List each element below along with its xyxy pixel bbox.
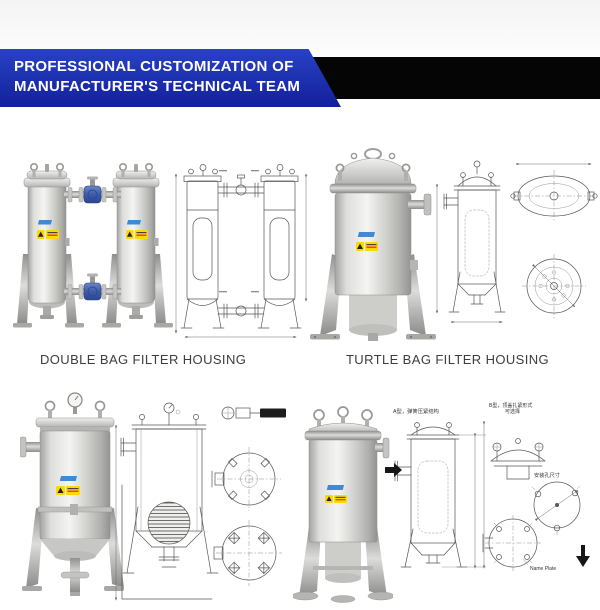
inlet-pipe bbox=[22, 442, 40, 452]
double-bag-filter-photo bbox=[10, 146, 175, 346]
inlet-flow-arrow-icon bbox=[385, 463, 402, 477]
caption-turtle-bag: TURTLE BAG FILTER HOUSING bbox=[345, 352, 550, 367]
warning-label-sticker bbox=[56, 486, 80, 495]
side-inlet-filter-photo bbox=[293, 399, 393, 604]
outlet-flow-arrow-icon bbox=[576, 545, 590, 567]
banner-title-line2: MANUFACTURER'S TECHNICAL TEAM bbox=[14, 78, 301, 95]
banner: PROFESSIONAL CUSTOMIZATION OF MANUFACTUR… bbox=[0, 49, 341, 107]
dimension-lines bbox=[174, 174, 308, 339]
type-a-note: A型，弹簧压紧结构 bbox=[393, 407, 439, 415]
name-plate-label: Name Plate bbox=[530, 566, 556, 572]
detail-callout-label bbox=[260, 408, 286, 418]
side-inlet-filter-drawing: A型，弹簧压紧结构 B型，顶盖扎紧形式 可选择 安装孔尺寸 Name Plate bbox=[385, 397, 600, 607]
right-vessel bbox=[101, 163, 174, 329]
flow-arrows bbox=[385, 463, 590, 567]
banner-title-line1: PROFESSIONAL CUSTOMIZATION OF bbox=[14, 58, 294, 75]
turtle-bag-filter-photo bbox=[302, 142, 444, 349]
turtle-bag-filter-drawing bbox=[430, 152, 598, 350]
banner-title: PROFESSIONAL CUSTOMIZATION OF MANUFACTUR… bbox=[14, 57, 300, 97]
dimension-lines bbox=[114, 425, 282, 601]
lifting-ring-icon bbox=[364, 148, 382, 160]
dimension-lines bbox=[442, 421, 579, 571]
brand-logo-sticker bbox=[59, 476, 77, 481]
top-inlet-filter-drawing bbox=[112, 397, 290, 607]
left-vessel bbox=[12, 163, 85, 329]
type-b-note-line2: 可选择 bbox=[505, 408, 520, 415]
type-b-note-line1: B型，顶盖扎紧形式 bbox=[489, 402, 532, 409]
outlet-pipe bbox=[408, 200, 426, 209]
caption-double-bag: DOUBLE BAG FILTER HOUSING bbox=[40, 352, 247, 367]
brand-logo-sticker bbox=[326, 485, 344, 490]
warning-label-sticker bbox=[356, 242, 378, 251]
warning-label-sticker bbox=[325, 495, 347, 503]
top-valve-assembly bbox=[63, 176, 122, 204]
brand-logo-sticker bbox=[357, 232, 375, 237]
top-inlet-filter-photo bbox=[20, 390, 125, 603]
mounting-holes-note: 安装孔尺寸 bbox=[534, 471, 560, 479]
pressure-gauge-icon bbox=[67, 392, 83, 414]
dimension-lines bbox=[435, 162, 594, 324]
double-bag-filter-drawing bbox=[172, 160, 310, 342]
inlet-pipe bbox=[375, 443, 385, 452]
